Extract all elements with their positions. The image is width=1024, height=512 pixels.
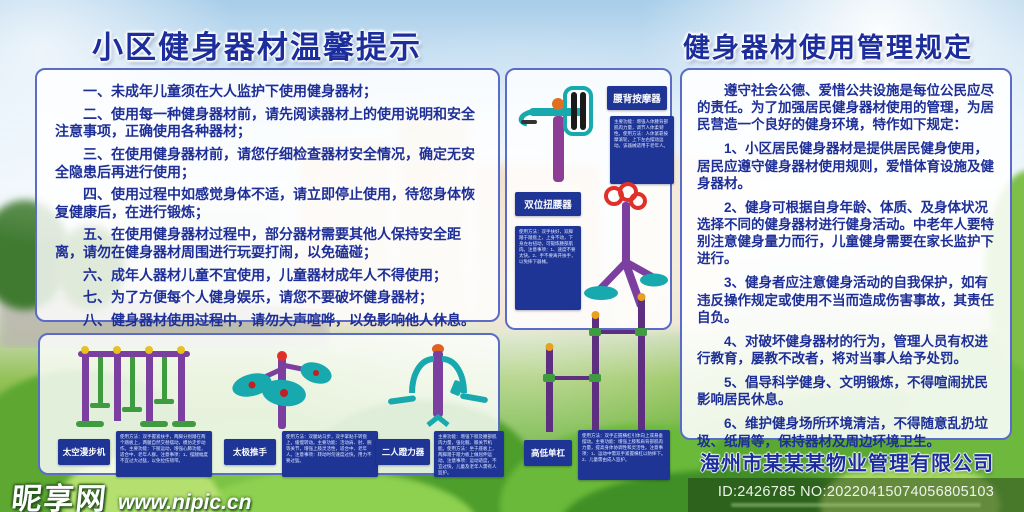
image-id-bar: ID:2426785 NO:20220415074056805103	[688, 478, 1024, 512]
tip-item: 六、成年人器材儿童不宜使用，儿童器材成年人不得使用；	[83, 266, 447, 283]
back-massager-desc: 主要功能：增强人体腰背部肌肉力量，调节人体柔韧性。使用方法：人体紧靠按摩滚轮，上…	[610, 116, 674, 184]
tip-item: 五、在使用健身器材过程中，部分器材需要其他人保持安全距离，请勿在健身器材周围进行…	[55, 226, 461, 260]
tips-title: 小区健身器材温馨提示	[92, 30, 422, 65]
tips-panel: 一、未成年儿童须在大人监护下使用健身器材； 二、使用每一种健身器材前，请先阅读器…	[35, 68, 500, 328]
taichi-wheel-desc: 使用方法：双腿站马步，双手掌贴于转盘上，缓慢转动。主要功能：活动肩、肘、腕等关节…	[282, 431, 378, 477]
tip-item: 八、健身器材使用过程中，请勿大声喧哗，以免影响他人休息。	[83, 311, 475, 328]
rule-item: 3、健身者应注意健身活动的自我保护，如有违反操作规定或使用不当而造成伤害事故，其…	[697, 275, 994, 325]
property-company-signature: 海州市某某某物业管理有限公司	[700, 453, 994, 475]
rule-item: 6、维护健身场所环境清洁，不得随意乱扔垃圾、纸屑等，保持器材及周边环境卫生。	[697, 416, 989, 449]
regulations-intro: 遵守社会公德、爱惜公共设施是每位公民应尽的责任。为了加强居民健身器材使用的管理，…	[697, 83, 994, 133]
nipic-logo: 昵享网	[9, 483, 110, 512]
leg-press-illustration	[388, 344, 488, 427]
space-walker-desc: 使用方法：双手握紧扶手，两脚分别踏在两个踏板上，两腿自然交替摆动，模仿走步动作。…	[116, 431, 212, 477]
space-walker-label: 太空漫步机	[58, 439, 110, 465]
tip-item: 七、为了方便每个人健身娱乐，请您不要破坏健身器材；	[83, 289, 433, 306]
image-id-text: ID:2426785 NO:20220415074056805103	[717, 483, 995, 500]
pullup-bars-desc: 使用方法：双手正握横杠引体向上或悬垂摆动。主要功能：增强上肢和肩背部肌肉力量，提…	[578, 430, 670, 480]
nipic-watermark: 昵享网 www.nipic.cn	[9, 474, 252, 512]
back-massager-illustration	[518, 86, 593, 182]
twister-label: 双位扭腰器	[515, 192, 581, 216]
taichi-wheel-illustration	[232, 351, 332, 429]
rule-item: 5、倡导科学健身、文明锻炼，不得喧闹扰民影响居民休息。	[697, 375, 989, 408]
tip-item: 四、使用过程中如感觉身体不适，请立即停止使用，待您身体恢复健康后，在进行锻炼；	[55, 186, 475, 220]
pullup-bars-illustration	[543, 293, 647, 432]
regulations-title: 健身器材使用管理规定	[683, 33, 973, 63]
fine-print-line	[731, 502, 981, 507]
pullup-bars-label: 高低单杠	[524, 440, 572, 466]
rule-item: 4、对破坏健身器材的行为，管理人员有权进行教育，屡教不改者，将对当事人给予处罚。	[697, 333, 989, 366]
rule-item: 1、小区居民健身器材是提供居民健身使用，居民应遵守健身器材使用规则，爱惜体育设施…	[697, 141, 994, 191]
regulations-panel: 遵守社会公德、爱惜公共设施是每位公民应尽的责任。为了加强居民健身器材使用的管理，…	[680, 68, 1012, 449]
leg-press-label: 二人蹬力器	[376, 439, 430, 465]
nipic-url: www.nipic.cn	[118, 491, 252, 512]
space-walker-illustration	[76, 346, 196, 427]
equipment-panel-bottom: 太空漫步机 使用方法：双手握紧扶手，两脚分别踏在两个踏板上，两腿自然交替摆动，模…	[38, 333, 504, 477]
equipment-panel-middle: 腰背按摩器 主要功能：增强人体腰背部肌肉力量，调节人体柔韧性。使用方法：人体紧靠…	[505, 68, 674, 330]
rule-item: 2、健身可根据自身年龄、体质、及身体状况选择不同的健身器材进行健身活动。中老年人…	[697, 199, 994, 267]
leg-press-desc: 主要功能：增强下肢及腰部肌肉力量，强化髋、膝关节机能。使用方法：坐于座板上，两脚…	[434, 431, 504, 477]
back-massager-label: 腰背按摩器	[607, 86, 667, 110]
twister-illustration	[584, 182, 668, 308]
tip-item: 二、使用每一种健身器材前，请先阅读器材上的使用说明和安全注意事项，正确使用各种器…	[55, 105, 475, 140]
tip-item: 一、未成年儿童须在大人监护下使用健身器材；	[83, 83, 377, 99]
tip-item: 三、在使用健身器材前，请您仔细检查器材安全情况，确定无安全隐患后再进行使用；	[55, 145, 475, 180]
twister-desc: 使用方法：双手扶好，双脚踏于踏盘上，上身不动，下身左右扭动，可锻炼腰部肌肉。注意…	[515, 226, 581, 310]
taichi-wheel-label: 太极推手	[224, 439, 276, 465]
